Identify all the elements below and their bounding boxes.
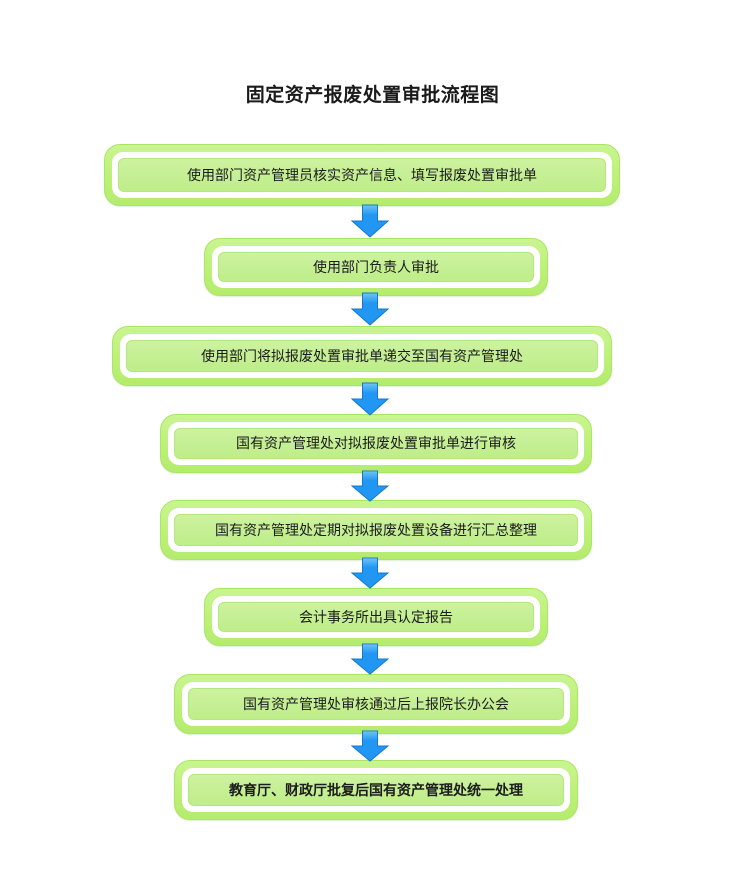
- flow-node-inner: 使用部门负责人审批: [218, 252, 534, 282]
- flow-node-inner: 使用部门资产管理员核实资产信息、填写报废处置审批单: [118, 158, 606, 192]
- flow-node-label: 使用部门资产管理员核实资产信息、填写报废处置审批单: [187, 166, 537, 183]
- flow-node-ring: 使用部门资产管理员核实资产信息、填写报废处置审批单: [112, 152, 612, 198]
- flow-node-inner: 国有资产管理处审核通过后上报院长办公会: [188, 688, 564, 720]
- flow-node-ring: 国有资产管理处对拟报废处置审批单进行审核: [168, 422, 584, 465]
- flow-node-label: 国有资产管理处对拟报废处置审批单进行审核: [236, 435, 516, 452]
- flow-node-label: 国有资产管理处定期对拟报废处置设备进行汇总整理: [215, 521, 537, 538]
- flow-arrow-down-icon: [350, 382, 390, 416]
- flow-node-label: 国有资产管理处审核通过后上报院长办公会: [243, 695, 509, 712]
- flow-node-8[interactable]: 教育厅、财政厅批复后国有资产管理处统一处理: [174, 760, 578, 820]
- page-title: 固定资产报废处置审批流程图: [245, 85, 500, 106]
- flow-arrow-down-icon: [350, 292, 390, 326]
- flow-node-6[interactable]: 会计事务所出具认定报告: [204, 588, 548, 646]
- flow-node-2[interactable]: 使用部门负责人审批: [204, 238, 548, 296]
- flow-node-label: 教育厅、财政厅批复后国有资产管理处统一处理: [229, 781, 523, 798]
- flow-arrow-down-icon: [350, 643, 390, 675]
- flow-arrow-down-icon: [350, 730, 390, 762]
- flow-node-ring: 使用部门将拟报废处置审批单递交至国有资产管理处: [120, 334, 604, 378]
- flow-node-inner: 教育厅、财政厅批复后国有资产管理处统一处理: [188, 774, 564, 806]
- flow-node-inner: 使用部门将拟报废处置审批单递交至国有资产管理处: [126, 340, 598, 372]
- flow-node-ring: 会计事务所出具认定报告: [212, 596, 540, 638]
- flow-node-ring: 教育厅、财政厅批复后国有资产管理处统一处理: [182, 768, 570, 812]
- flow-node-inner: 国有资产管理处对拟报废处置审批单进行审核: [174, 428, 578, 459]
- flow-node-ring: 使用部门负责人审批: [212, 246, 540, 288]
- flow-node-inner: 国有资产管理处定期对拟报废处置设备进行汇总整理: [174, 514, 578, 546]
- flow-node-inner: 会计事务所出具认定报告: [218, 602, 534, 632]
- flow-node-ring: 国有资产管理处审核通过后上报院长办公会: [182, 682, 570, 726]
- flow-arrow-down-icon: [350, 204, 390, 238]
- flow-node-3[interactable]: 使用部门将拟报废处置审批单递交至国有资产管理处: [112, 326, 612, 386]
- flow-node-ring: 国有资产管理处定期对拟报废处置设备进行汇总整理: [168, 508, 584, 552]
- flow-arrow-down-icon: [350, 470, 390, 502]
- flow-arrow-down-icon: [350, 557, 390, 589]
- flow-node-label: 会计事务所出具认定报告: [299, 608, 453, 625]
- flow-node-label: 使用部门负责人审批: [313, 258, 439, 275]
- flow-node-7[interactable]: 国有资产管理处审核通过后上报院长办公会: [174, 674, 578, 734]
- flow-node-1[interactable]: 使用部门资产管理员核实资产信息、填写报废处置审批单: [104, 144, 620, 206]
- flow-node-label: 使用部门将拟报废处置审批单递交至国有资产管理处: [201, 347, 523, 364]
- flow-node-5[interactable]: 国有资产管理处定期对拟报废处置设备进行汇总整理: [160, 500, 592, 560]
- flow-node-4[interactable]: 国有资产管理处对拟报废处置审批单进行审核: [160, 414, 592, 473]
